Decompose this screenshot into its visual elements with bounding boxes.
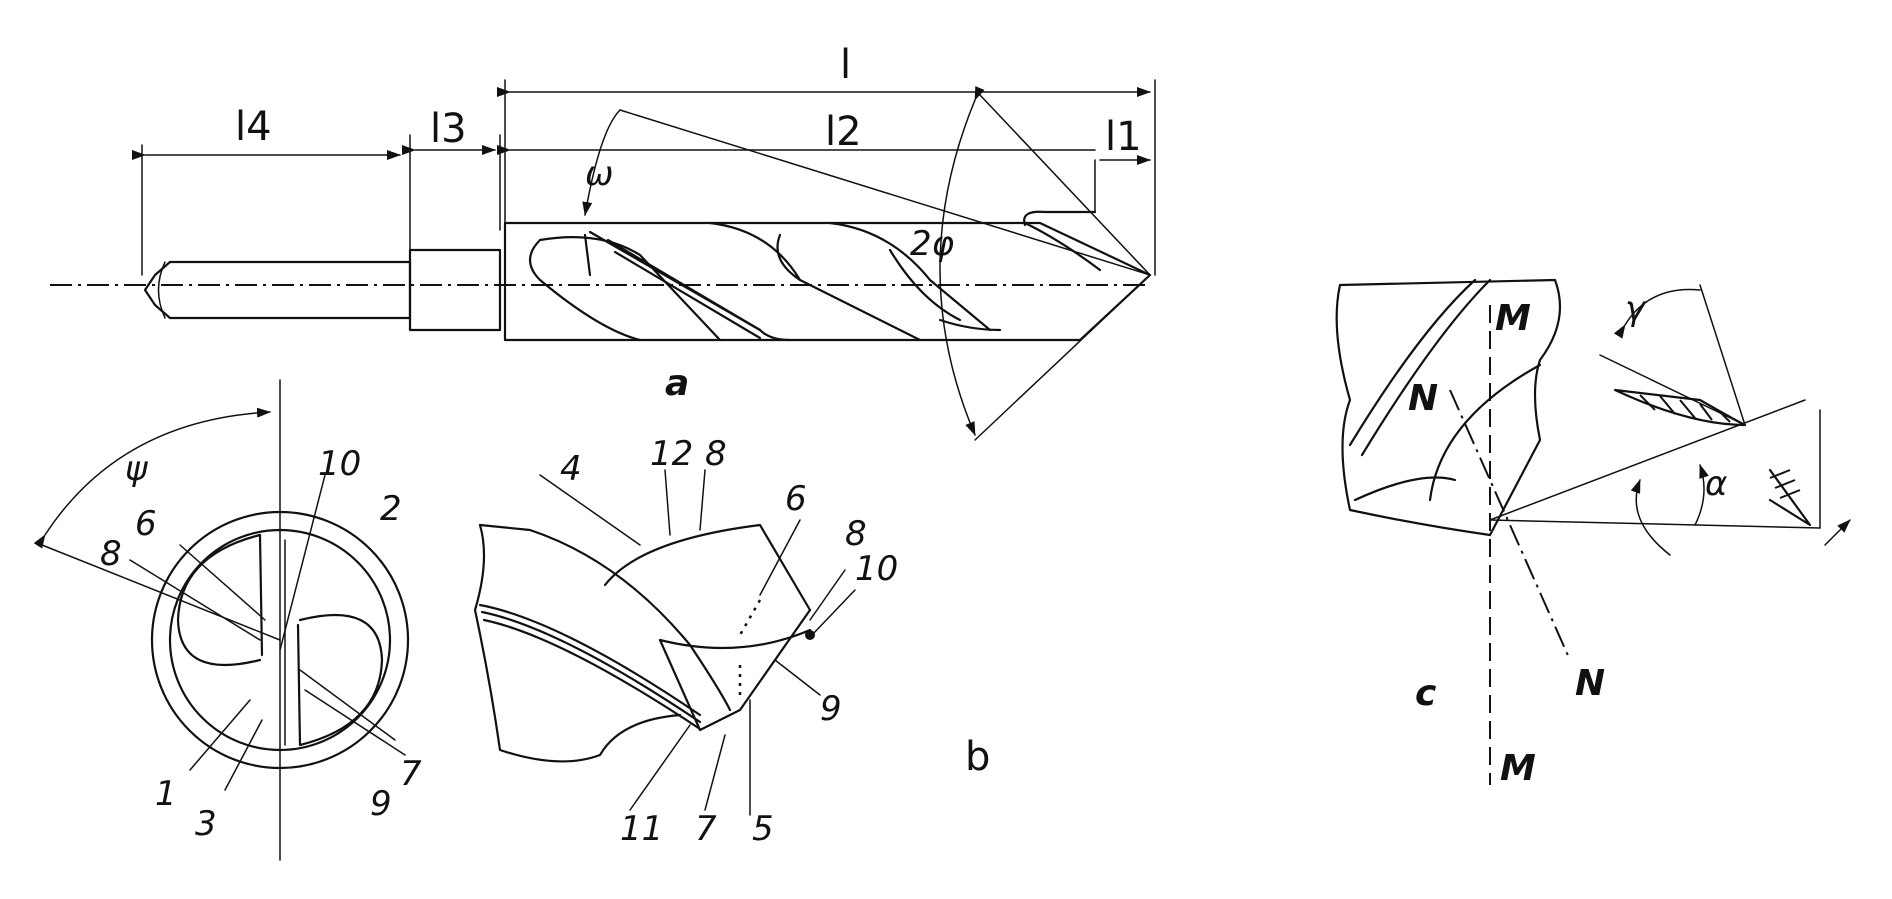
label-end-10: 10 [318, 444, 361, 484]
label-l1: l1 [1105, 114, 1142, 160]
caption-c: c [1415, 673, 1436, 714]
label-b-8-top: 8 [705, 434, 727, 474]
label-b-8-right: 8 [845, 514, 867, 554]
label-psi: ψ [125, 449, 148, 489]
label-m-bottom: M [1500, 748, 1536, 789]
label-l4: l4 [235, 104, 272, 150]
view-b-drill-point: 4 12 8 6 8 10 9 11 7 5 b [473, 434, 990, 849]
label-end-7: 7 [400, 754, 422, 794]
label-l3: l3 [430, 106, 467, 152]
axis-n-n [1449, 389, 1571, 661]
shank-tang [143, 260, 412, 320]
label-b-4: 4 [560, 449, 582, 489]
label-l2: l2 [825, 109, 862, 155]
label-end-3: 3 [195, 804, 217, 844]
label-b-5: 5 [752, 809, 774, 849]
label-gamma: γ [1625, 289, 1647, 329]
view-a-drill-side: l4 l3 l2 l l1 ω 2φ a [50, 42, 1156, 441]
label-end-2: 2 [380, 489, 402, 529]
point-angle-arc [939, 86, 985, 436]
label-b-6: 6 [785, 479, 807, 519]
label-b-10: 10 [855, 549, 898, 589]
helix-angle-mark [583, 233, 592, 277]
label-end-1: 1 [155, 774, 177, 814]
label-end-9: 9 [370, 784, 392, 824]
outer-circle [150, 510, 410, 770]
caption-a: a [665, 363, 689, 404]
label-n-bottom: N [1575, 663, 1605, 704]
view-end-circle: ψ 10 6 2 8 1 3 9 7 [33, 379, 422, 861]
label-helix-angle: ω [585, 154, 613, 194]
label-end-6: 6 [135, 504, 157, 544]
label-l: l [840, 42, 851, 88]
psi-angle-arc [33, 407, 271, 549]
label-point-angle: 2φ [910, 224, 955, 264]
label-m-top: M [1495, 298, 1531, 339]
label-b-9: 9 [820, 689, 842, 729]
label-b-12: 12 [650, 434, 693, 474]
caption-b: b [965, 734, 990, 780]
label-n-top: N [1408, 378, 1438, 419]
label-end-8: 8 [100, 534, 122, 574]
label-b-7: 7 [695, 809, 717, 849]
view-c-cutting-angles: M M N N γ α c [1335, 278, 1851, 789]
label-b-11: 11 [620, 809, 663, 849]
label-alpha: α [1705, 464, 1727, 504]
drill-neck [408, 248, 502, 332]
